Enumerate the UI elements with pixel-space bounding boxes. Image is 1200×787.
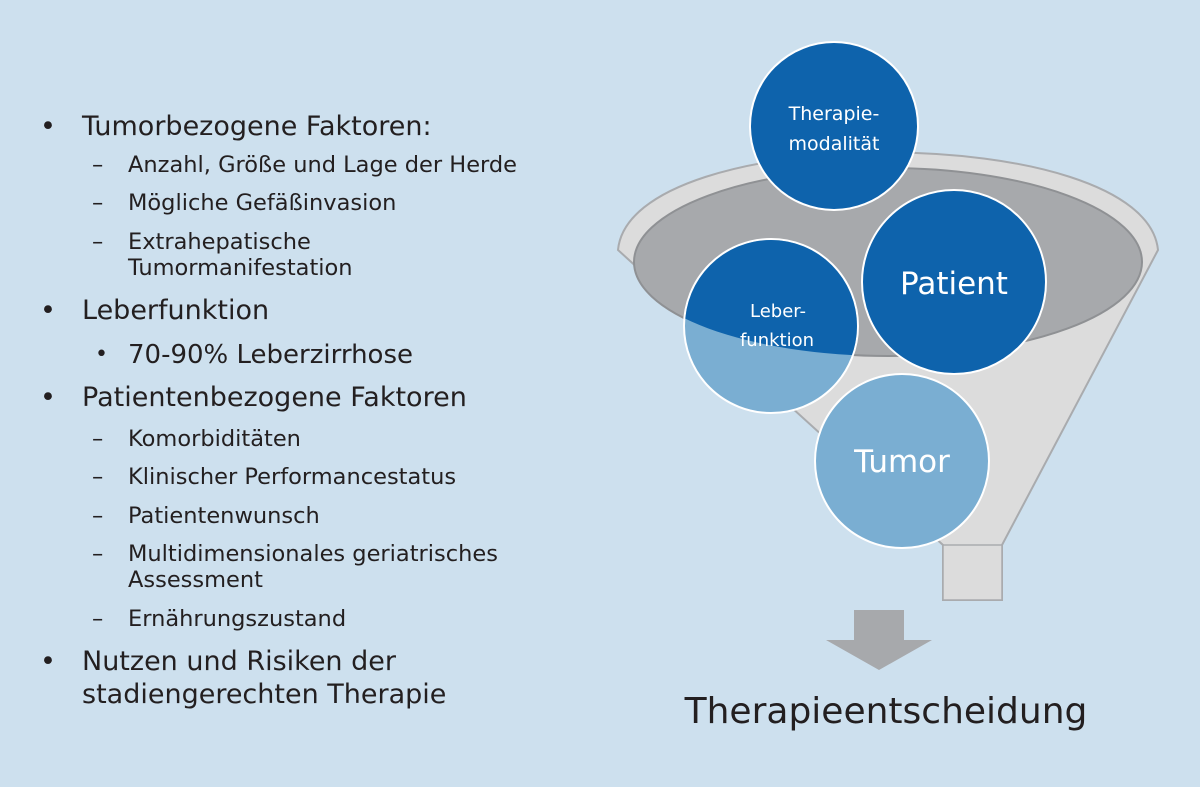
bullet: • [40, 382, 56, 413]
circle-patient-label: Patient [900, 266, 1008, 302]
patient-item-performance: Klinischer Performancestatus [128, 464, 457, 490]
circle-patient [861, 189, 1047, 375]
liver-function-heading: Leberfunktion [82, 295, 270, 326]
tumor-item-count-size: Anzahl, Größe und Lage der Herde [128, 152, 518, 178]
circle-therapy-modality-label-2: modalität [789, 133, 880, 155]
dash: – [92, 229, 104, 255]
bullet: • [40, 295, 56, 326]
patient-item-comorbidities: Komorbiditäten [128, 426, 301, 452]
circle-liver-function-label-2: funktion [740, 330, 814, 351]
dash: – [92, 152, 104, 178]
dash: – [92, 606, 104, 632]
dash: – [92, 503, 104, 529]
bullet: • [40, 111, 56, 142]
dash: – [92, 426, 104, 452]
patient-item-geriatric: Multidimensionales geriatrisches [128, 541, 498, 567]
benefit-risk-line-1: Nutzen und Risiken der [82, 646, 396, 677]
liver-cirrhosis-item: 70-90% Leberzirrhose [128, 340, 413, 370]
circle-therapy-modality-label-1: Therapie- [788, 103, 880, 125]
patient-item-nutrition: Ernährungszustand [128, 606, 347, 632]
bullet: • [40, 646, 56, 677]
circle-tumor-label: Tumor [853, 444, 950, 480]
patient-factors-heading: Patientenbezogene Faktoren [82, 382, 467, 413]
bullet: • [95, 342, 108, 367]
therapy-decision-label: Therapieentscheidung [684, 691, 1088, 732]
patient-item-assessment: Assessment [128, 567, 263, 593]
funnel-graphic: Therapie- modalität Patient Leber- funkt… [616, 41, 1160, 670]
funnel-neck [942, 544, 1003, 601]
tumor-item-vessel-invasion: Mögliche Gefäßinvasion [128, 190, 397, 216]
circle-liver-function-label-1: Leber- [750, 301, 806, 322]
patient-item-wish: Patientenwunsch [128, 503, 320, 529]
benefit-risk-line-2: stadiengerechten Therapie [82, 679, 447, 710]
down-arrow-icon [826, 610, 932, 670]
dash: – [92, 190, 104, 216]
tumor-item-extrahepatic: Extrahepatische [128, 229, 311, 255]
circle-therapy-modality [749, 41, 919, 211]
tumor-item-manifestation: Tumormanifestation [128, 255, 353, 281]
dash: – [92, 541, 104, 567]
circle-liver-function-upper [685, 240, 857, 356]
tumor-factors-heading: Tumorbezogene Faktoren: [82, 111, 432, 142]
dash: – [92, 464, 104, 490]
funnel-diagram: Therapie- modalität Patient Leber- funkt… [600, 0, 1200, 787]
circle-tumor [814, 373, 990, 549]
